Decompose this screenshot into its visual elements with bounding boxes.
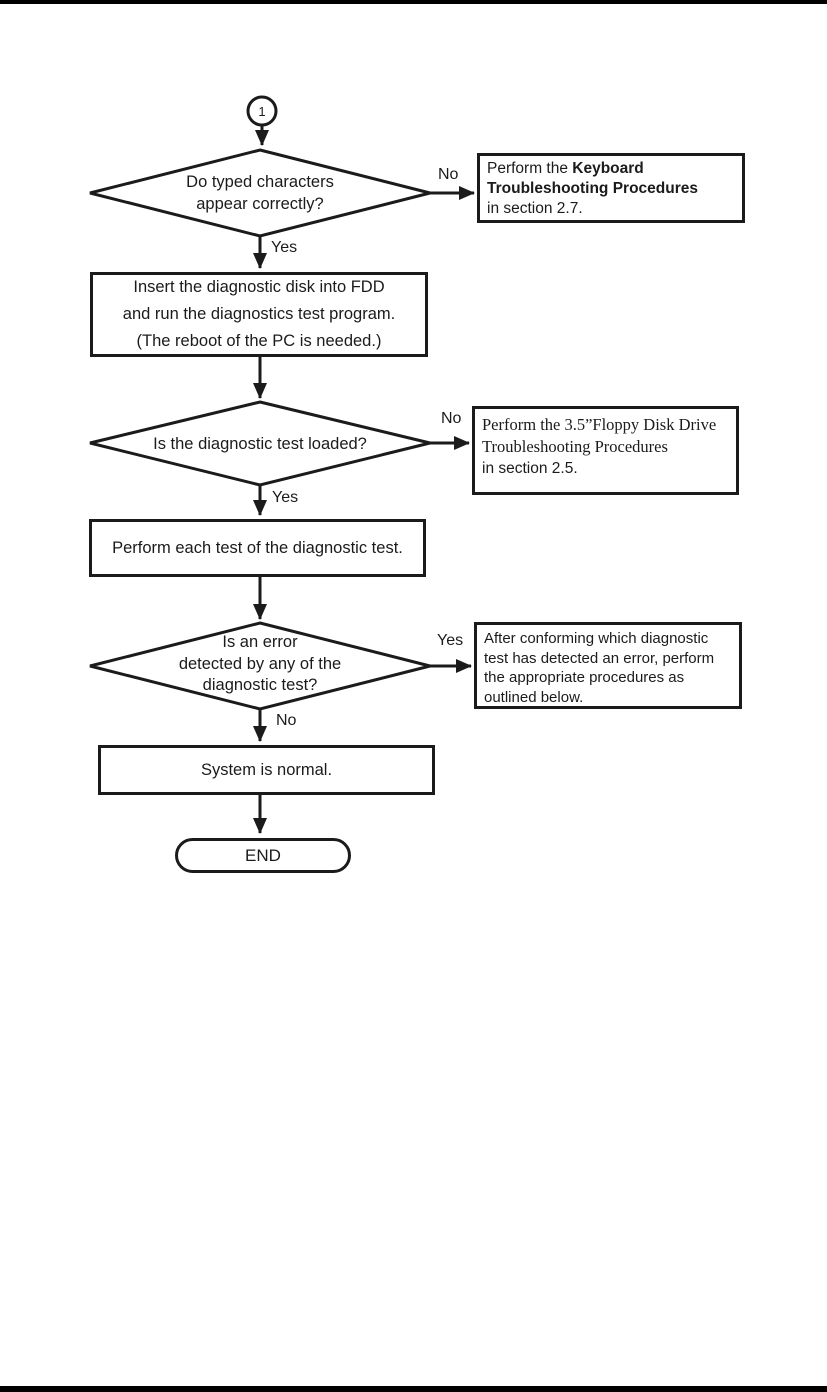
flowchart-shapes-and-connectors — [89, 95, 475, 834]
diamond-error-line3: diagnostic test? — [202, 676, 318, 694]
end-terminal: END — [175, 838, 351, 873]
fdd-box-line2: and run the diagnostics test program. — [122, 305, 396, 323]
diamond-typed-characters-text: Do typed characters appear correctly? — [90, 171, 430, 215]
diamond-loaded-line1: Is the diagnostic test loaded? — [153, 435, 367, 453]
error-box-line2: test has detected an error, perform — [484, 649, 715, 667]
system-normal-line1: System is normal. — [200, 760, 333, 779]
keyboard-procedures-box: Perform the Keyboard Troubleshooting Pro… — [477, 153, 745, 223]
diamond-typed-line1: Do typed characters — [186, 173, 334, 191]
connector-circle-label: 1 — [247, 96, 277, 126]
error-box-line4: outlined below. — [484, 688, 584, 706]
end-terminal-label: END — [245, 845, 281, 865]
error-procedures-box: After conforming which diagnostic test h… — [474, 622, 742, 709]
edge-label-d3-no: No — [276, 712, 297, 729]
connector-number: 1 — [258, 103, 266, 119]
keyboard-box-line2: Troubleshooting Procedures — [487, 180, 698, 197]
scan-edge-bar-top — [0, 0, 827, 4]
keyboard-box-line1: Perform the Keyboard — [487, 160, 644, 177]
edge-label-d1-yes: Yes — [271, 239, 298, 256]
edge-label-d2-yes: Yes — [272, 489, 299, 506]
edge-label-d2-no: No — [441, 410, 462, 427]
each-test-box-line1: Perform each test of the diagnostic test… — [112, 538, 403, 557]
fdd-box-line1: Insert the diagnostic disk into FDD — [133, 278, 385, 296]
keyboard-box-line3: in section 2.7. — [487, 200, 583, 217]
system-normal-box: System is normal. — [98, 745, 435, 795]
diamond-diagnostic-loaded-text: Is the diagnostic test loaded? — [90, 433, 430, 455]
insert-diagnostic-disk-box: Insert the diagnostic disk into FDD and … — [90, 272, 428, 357]
edge-label-d1-no: No — [438, 166, 459, 183]
diamond-error-line2: detected by any of the — [178, 654, 342, 673]
diamond-error-detected-text: Is an error detected by any of the diagn… — [90, 632, 430, 697]
diamond-typed-line2: appear correctly? — [196, 195, 324, 213]
error-box-line3: the appropriate procedures as — [484, 669, 685, 686]
scan-edge-bar-bottom — [0, 1386, 827, 1392]
error-box-line1: After conforming which diagnostic — [484, 630, 709, 647]
edge-label-d3-yes: Yes — [437, 632, 464, 649]
diamond-error-line1: Is an error — [222, 633, 298, 651]
floppy-box-line3: in section 2.5. — [482, 460, 578, 477]
floppy-box-line1: Perform the 3.5”Floppy Disk Drive — [482, 415, 717, 434]
perform-each-test-box: Perform each test of the diagnostic test… — [89, 519, 426, 577]
fdd-box-line3: (The reboot of the PC is needed.) — [136, 332, 382, 350]
floppy-box-line2: Troubleshooting Procedures — [482, 437, 668, 456]
floppy-procedures-box: Perform the 3.5”Floppy Disk Drive Troubl… — [472, 406, 739, 495]
